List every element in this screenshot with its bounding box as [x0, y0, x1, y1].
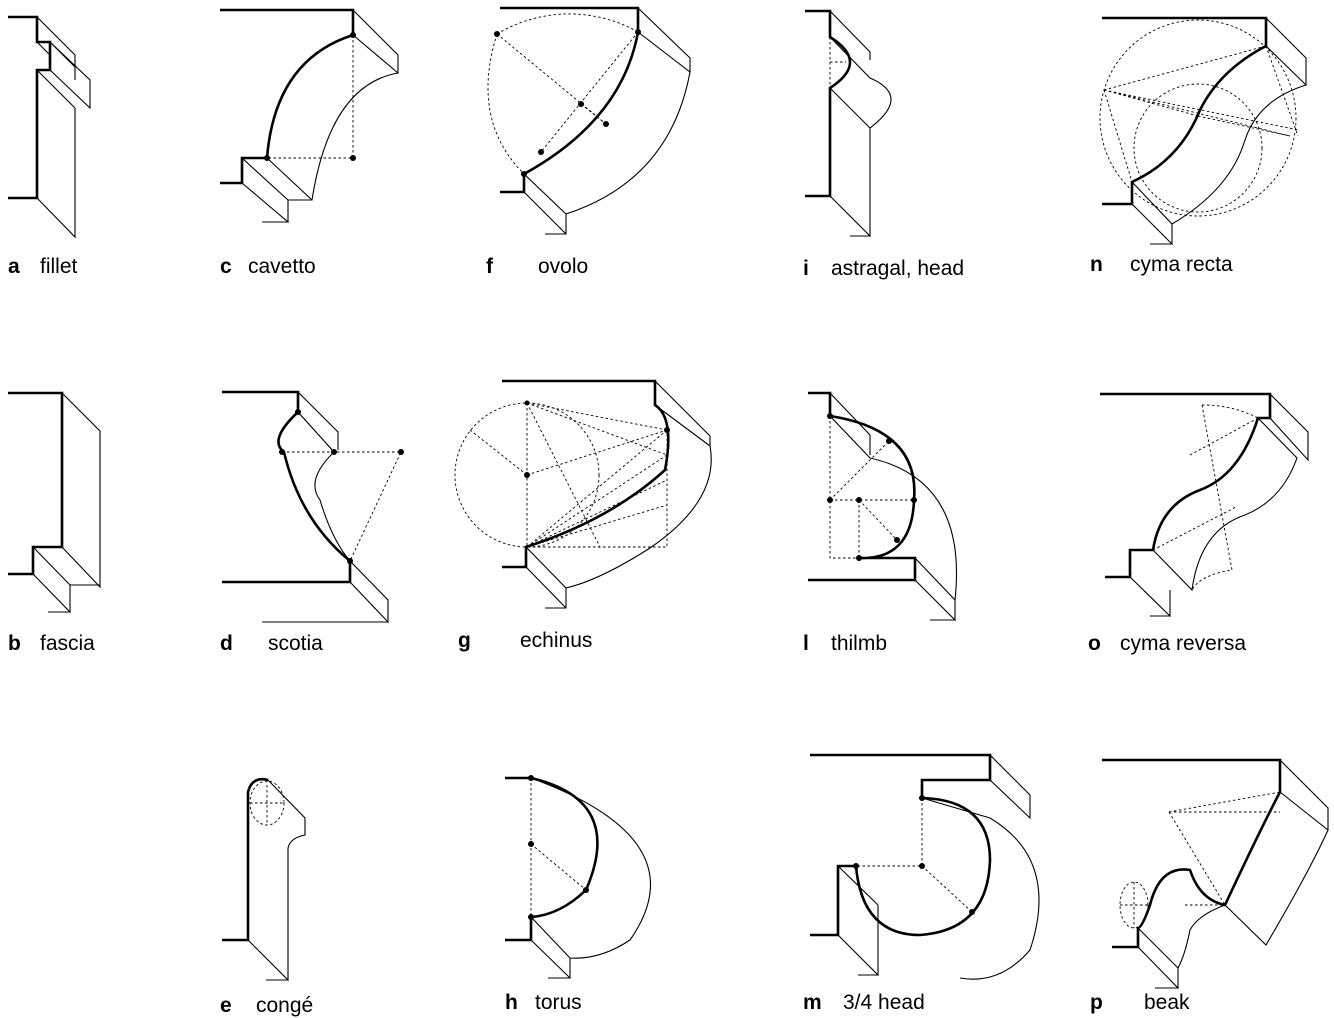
caption-name: congé [256, 994, 314, 1017]
drawing-b-fascia [8, 391, 101, 614]
caption-letter: p [1090, 991, 1103, 1014]
caption-name: beak [1144, 991, 1190, 1014]
caption-letter: l [803, 632, 809, 655]
caption-e: e congé [220, 995, 313, 1016]
caption-letter: e [220, 994, 232, 1017]
drawing-l-thilmb [808, 391, 958, 622]
caption-name: cavetto [248, 255, 316, 278]
drawing-i-astragal [805, 9, 892, 238]
caption-letter: f [486, 255, 493, 278]
drawing-o-cyma-reversa [1100, 392, 1309, 618]
caption-name: cyma recta [1130, 253, 1233, 276]
caption-f: f ovolo [486, 256, 588, 277]
caption-name: ovolo [538, 255, 589, 278]
drawing-g-echinus [454, 379, 712, 609]
caption-letter: o [1088, 632, 1101, 655]
caption-name: 3/4 head [843, 991, 925, 1014]
drawing-m-3-4-head [810, 753, 1040, 980]
caption-d: d scotia [220, 633, 323, 654]
drawing-a-fillet [8, 15, 91, 239]
caption-o: o cyma reversa [1088, 633, 1246, 654]
caption-letter: m [803, 991, 822, 1014]
drawing-e-conge [222, 777, 306, 982]
caption-c: c cavetto [220, 256, 316, 277]
caption-letter: b [8, 632, 21, 655]
caption-name: fascia [40, 632, 95, 655]
drawing-c-cavetto [220, 8, 400, 223]
caption-name: echinus [520, 629, 593, 652]
drawing-f-ovolo [487, 6, 691, 235]
caption-name: thilmb [831, 632, 888, 655]
caption-i: i astragal, head [803, 258, 964, 279]
caption-m: m 3/4 head [803, 992, 925, 1013]
caption-name: scotia [268, 632, 323, 655]
caption-letter: n [1090, 253, 1103, 276]
drawing-n-cyma-recta [1099, 16, 1307, 246]
caption-letter: g [458, 629, 471, 652]
drawing-d-scotia [222, 390, 404, 624]
caption-name: cyma reversa [1120, 632, 1247, 655]
caption-p: p beak [1090, 992, 1190, 1013]
caption-letter: c [220, 255, 232, 278]
caption-letter: h [505, 991, 518, 1014]
caption-g: g echinus [458, 630, 592, 651]
drawing-h-torus [505, 775, 652, 980]
caption-letter: i [803, 257, 809, 280]
caption-name: astragal, head [831, 257, 965, 280]
drawing-p-beak [1102, 758, 1329, 990]
caption-letter: a [8, 255, 20, 278]
caption-n: n cyma recta [1090, 254, 1233, 275]
caption-letter: d [220, 632, 233, 655]
caption-name: torus [535, 991, 582, 1014]
caption-name: fillet [40, 255, 78, 278]
